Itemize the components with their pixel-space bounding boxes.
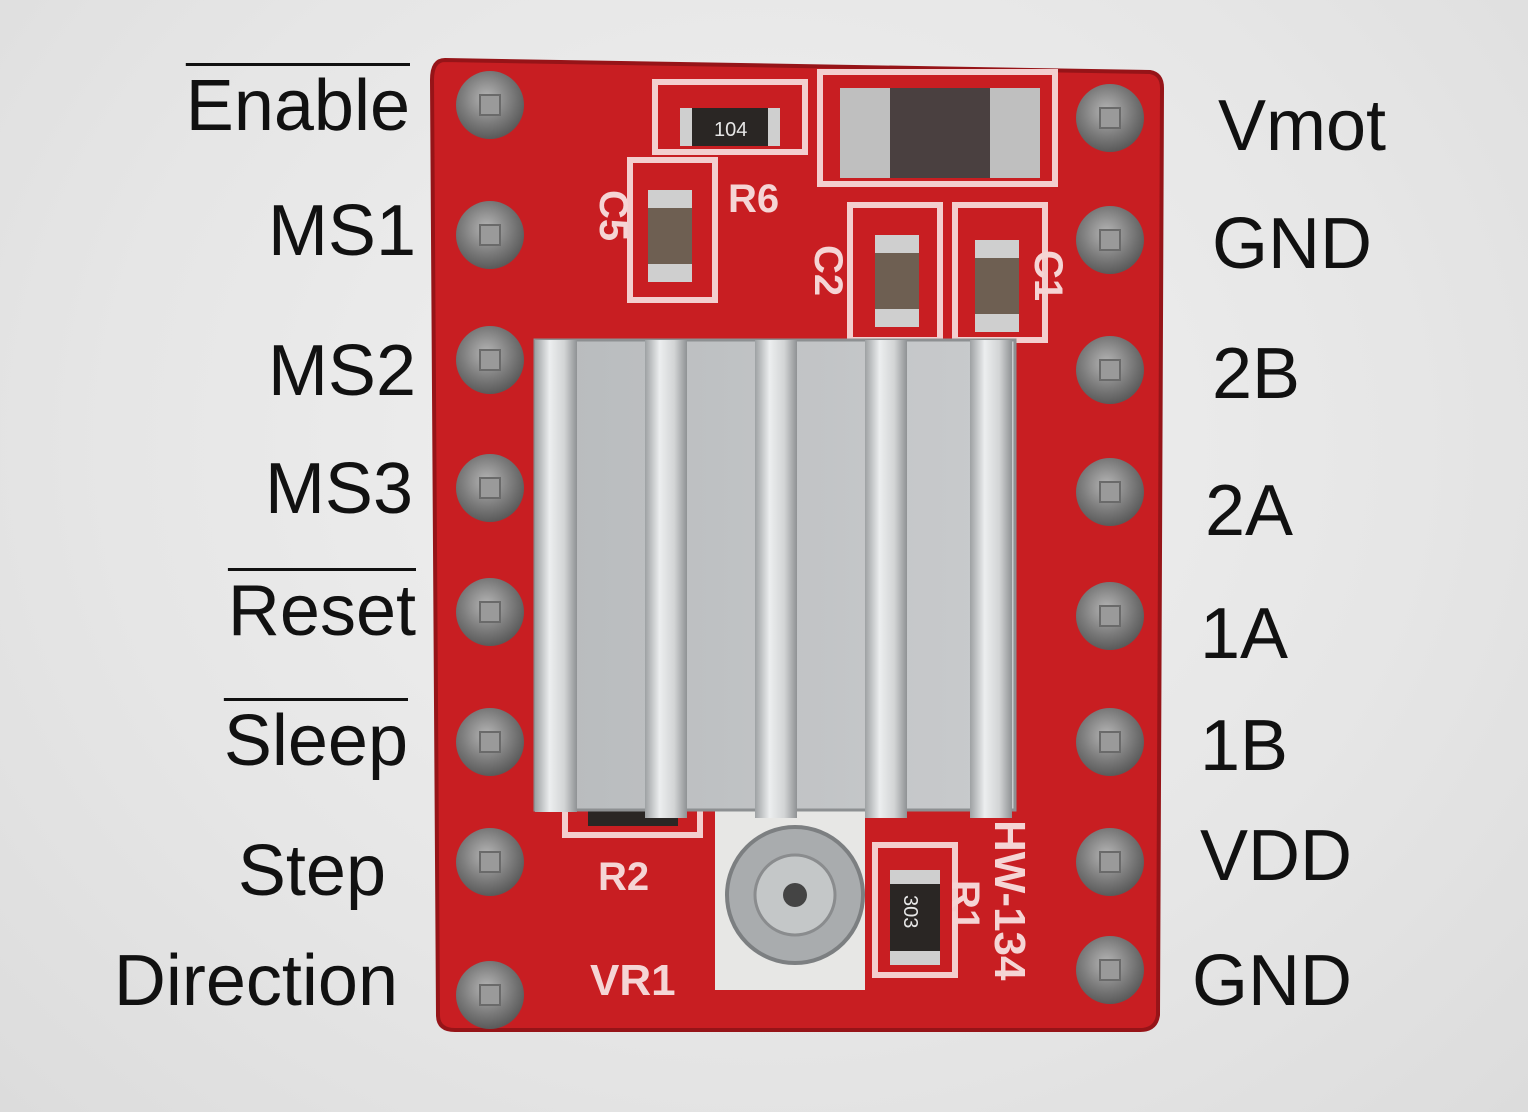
pin-label-ms2: MS2	[267, 331, 416, 411]
svg-text:303: 303	[899, 895, 921, 928]
svg-text:C5: C5	[591, 190, 635, 241]
heatsink	[533, 338, 1017, 818]
svg-text:R2: R2	[598, 855, 649, 899]
svg-text:104: 104	[714, 119, 747, 141]
potentiometer-vr1	[715, 800, 865, 990]
svg-text:HW-134: HW-134	[985, 820, 1034, 981]
pin-label-1a: 1A	[1200, 594, 1289, 674]
resistor-r6	[680, 108, 780, 146]
pin-label-sleep: Sleep	[223, 701, 408, 781]
pin-label-enable: Enable	[185, 66, 410, 146]
pin-label-ms1: MS1	[267, 191, 416, 271]
svg-text:R6: R6	[728, 177, 779, 221]
pin-label-1b: 1B	[1200, 706, 1289, 786]
svg-text:VR1: VR1	[590, 956, 676, 1005]
pin-label-reset: Reset	[227, 571, 416, 651]
svg-text:C1: C1	[1026, 250, 1070, 301]
pin-label-2a: 2A	[1205, 471, 1294, 551]
pin-label-direction: Direction	[113, 941, 398, 1021]
silkscreen-text: R6 C5 C2 C1 R2 R1 VR1 HW-134	[590, 177, 1070, 1005]
pin-label-gnd-bottom: GND	[1192, 941, 1352, 1021]
svg-text:R1: R1	[943, 880, 987, 931]
pin-label-step: Step	[237, 831, 386, 911]
svg-text:C2: C2	[806, 245, 850, 296]
pin-label-ms3: MS3	[264, 449, 413, 529]
pin-label-gnd-top: GND	[1212, 204, 1372, 284]
resistor-r1	[890, 870, 940, 965]
pin-label-vmot: Vmot	[1218, 86, 1387, 166]
pin-label-2b: 2B	[1212, 334, 1301, 414]
pin-label-vdd: VDD	[1200, 816, 1353, 896]
